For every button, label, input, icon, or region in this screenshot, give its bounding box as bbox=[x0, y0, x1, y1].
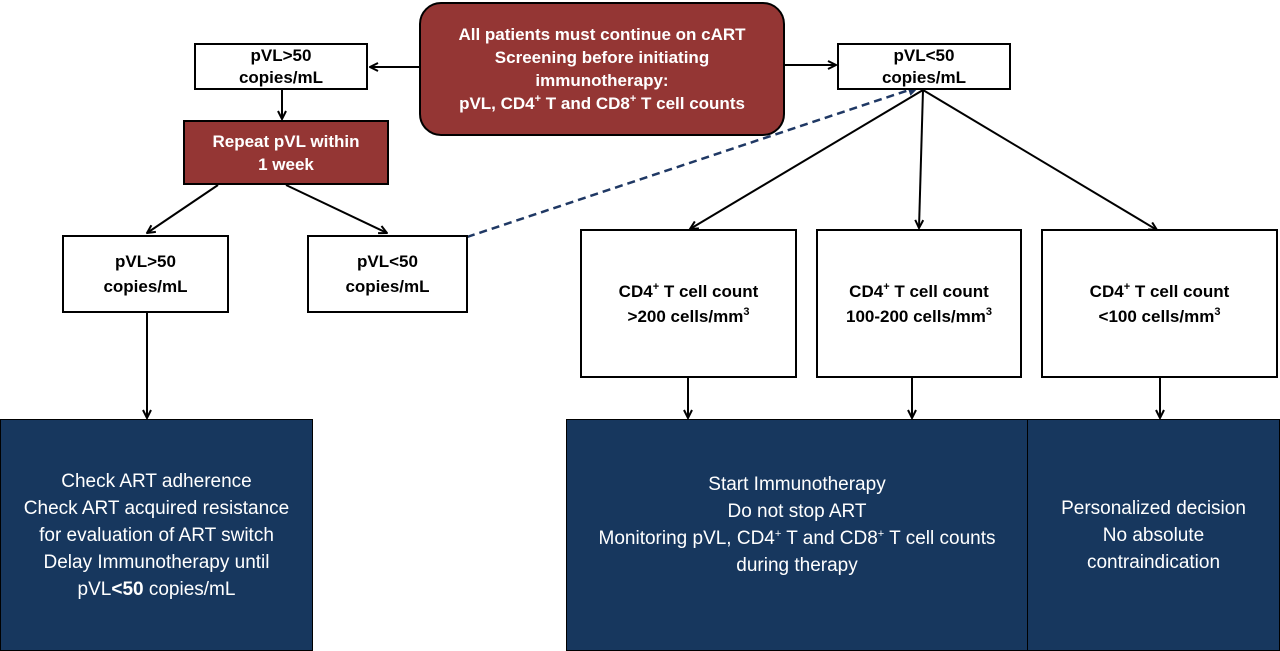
action-start-sup-1: + bbox=[774, 528, 782, 540]
screening-line-4: pVL, CD4+ T and CD8+ T cell counts bbox=[459, 92, 745, 115]
action-personalized-line-1: Personalized decision bbox=[1061, 497, 1246, 519]
cd4-low-line-1: CD4+ T cell count bbox=[1090, 279, 1230, 304]
pvl-low-repeat-line-1: pVL<50 bbox=[357, 252, 418, 271]
cd4-mid-prefix: CD4 bbox=[849, 281, 884, 301]
action-unsuppressed-line-5: pVL<50 copies/mL bbox=[78, 576, 236, 603]
cd4-high-line-1: CD4+ T cell count bbox=[619, 279, 759, 304]
action-personalized-box: Personalized decision No absolute contra… bbox=[1027, 419, 1280, 651]
action-personalized-line-3: contraindication bbox=[1086, 551, 1221, 573]
pvl-low-top-line-2: copies/mL bbox=[881, 67, 967, 87]
action-unsuppressed-line-5-c: copies/mL bbox=[143, 578, 236, 600]
action-unsuppressed-box: Check ART adherence Check ART acquired r… bbox=[0, 419, 313, 651]
pvl-low-repeat-line-2: copies/mL bbox=[345, 277, 430, 296]
pvl-high-repeat-line-2: copies/mL bbox=[103, 277, 188, 296]
cd4-high-unit-sup: 3 bbox=[743, 305, 750, 318]
cd4-low-unit-sup: 3 bbox=[1214, 305, 1221, 318]
arrow-pvl-low-to-cd4-mid bbox=[919, 89, 923, 228]
cd4-mid-box: CD4+ T cell count 100-200 cells/mm3 bbox=[816, 229, 1022, 378]
action-start-line-4: during therapy bbox=[736, 555, 858, 576]
action-unsuppressed-line-3: for evaluation of ART switch bbox=[39, 524, 274, 546]
dashed-arrow-pvl-low-repeat-to-pvl-low bbox=[466, 84, 920, 239]
screening-line-4-c: T cell counts bbox=[636, 94, 745, 113]
pvl-high-top-line-2: copies/mL bbox=[238, 67, 324, 87]
action-unsuppressed-line-2: Check ART acquired resistance bbox=[23, 497, 290, 519]
action-start-line-3-b: T and CD8 bbox=[781, 528, 878, 549]
action-start-sup-2: + bbox=[877, 528, 885, 540]
action-start-line-3-a: Monitoring pVL, CD4 bbox=[598, 528, 775, 549]
action-personalized-line-2: No absolute bbox=[1102, 524, 1205, 546]
cd4-low-suffix: T cell count bbox=[1130, 281, 1230, 301]
cd4-high-suffix: T cell count bbox=[659, 281, 759, 301]
pvl-high-repeat-box: pVL>50 copies/mL bbox=[62, 235, 229, 313]
cd4-high-range: >200 cells/mm bbox=[627, 306, 744, 326]
cd4-low-range: <100 cells/mm bbox=[1098, 306, 1215, 326]
repeat-pvl-line-1: Repeat pVL within bbox=[212, 131, 360, 151]
cd4-low-sup: + bbox=[1123, 280, 1131, 293]
screening-line-4-b: T and CD8 bbox=[541, 94, 630, 113]
cd4-mid-unit-sup: 3 bbox=[985, 305, 992, 318]
cd4-mid-sup: + bbox=[883, 280, 890, 293]
cd4-high-line-2: >200 cells/mm3 bbox=[628, 304, 750, 329]
cd4-low-box: CD4+ T cell count <100 cells/mm3 bbox=[1041, 229, 1278, 378]
action-start-line-1: Start Immunotherapy bbox=[708, 474, 886, 495]
screening-line-4-a: pVL, CD4 bbox=[459, 94, 535, 113]
repeat-pvl-box: Repeat pVL within 1 week bbox=[183, 120, 389, 185]
action-unsuppressed-line-5-a: pVL bbox=[77, 578, 112, 600]
cd4-high-sup: + bbox=[652, 280, 660, 293]
action-start-line-3: Monitoring pVL, CD4+ T and CD8+ T cell c… bbox=[599, 525, 996, 552]
cd4-high-prefix: CD4 bbox=[618, 281, 653, 301]
pvl-high-top-box: pVL>50 copies/mL bbox=[194, 43, 368, 90]
arrow-pvl-low-to-cd4-low bbox=[922, 89, 1157, 230]
cd4-mid-line-2: 100-200 cells/mm3 bbox=[846, 304, 992, 329]
cd4-low-prefix: CD4 bbox=[1089, 281, 1124, 301]
action-start-line-3-c: T cell counts bbox=[884, 528, 996, 549]
pvl-low-repeat-box: pVL<50 copies/mL bbox=[307, 235, 468, 313]
cd4-mid-range: 100-200 cells/mm bbox=[845, 306, 986, 326]
screening-line-2: Screening before initiating bbox=[494, 48, 710, 67]
action-start-line-2: Do not stop ART bbox=[727, 501, 867, 522]
arrow-repeat-to-pvl-low-repeat bbox=[285, 184, 387, 233]
screening-line-3: immunotherapy: bbox=[535, 71, 669, 90]
action-unsuppressed-threshold: <50 bbox=[111, 578, 144, 600]
pvl-high-top-line-1: pVL>50 bbox=[250, 45, 312, 65]
cd4-mid-suffix: T cell count bbox=[889, 281, 989, 301]
cd4-mid-line-1: CD4+ T cell count bbox=[849, 279, 989, 304]
cd4-low-line-2: <100 cells/mm3 bbox=[1099, 304, 1221, 329]
screening-box: All patients must continue on cART Scree… bbox=[419, 2, 785, 136]
cd4-high-box: CD4+ T cell count >200 cells/mm3 bbox=[580, 229, 797, 378]
pvl-low-top-box: pVL<50 copies/mL bbox=[837, 43, 1011, 90]
pvl-high-repeat-line-1: pVL>50 bbox=[115, 252, 176, 271]
pvl-low-top-line-1: pVL<50 bbox=[893, 45, 955, 65]
arrow-pvl-low-to-cd4-high bbox=[690, 89, 924, 229]
screening-sup-1: + bbox=[534, 93, 542, 105]
screening-sup-2: + bbox=[629, 93, 637, 105]
action-unsuppressed-line-1: Check ART adherence bbox=[61, 470, 252, 492]
arrow-repeat-to-pvl-high-repeat bbox=[147, 184, 219, 233]
action-unsuppressed-line-4: Delay Immunotherapy until bbox=[43, 551, 270, 573]
action-start-box: Start Immunotherapy Do not stop ART Moni… bbox=[566, 419, 1028, 651]
screening-line-1: All patients must continue on cART bbox=[458, 25, 746, 44]
repeat-pvl-line-2: 1 week bbox=[258, 154, 314, 174]
